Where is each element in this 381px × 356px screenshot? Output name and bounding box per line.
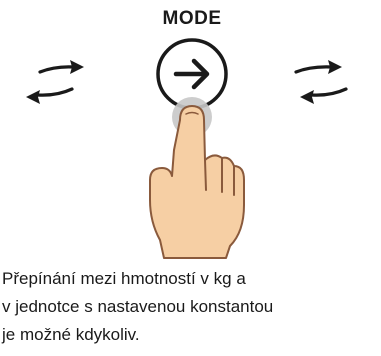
pointing-hand-icon (149, 105, 245, 259)
swap-arrows-left-icon (26, 60, 84, 104)
caption-line: v jednotce s nastavenou konstantou (2, 297, 274, 316)
right-arrow-icon (173, 58, 210, 90)
caption-line: je možné kdykoliv. (2, 325, 140, 344)
swap-arrows-right-icon (294, 60, 348, 104)
mode-button-illustration (26, 38, 348, 259)
mode-label: MODE (162, 8, 222, 29)
caption-line: Přepínání mezi hmotností v kg a (2, 269, 246, 288)
caption: Přepínání mezi hmotností v kg a v jednot… (2, 265, 381, 349)
